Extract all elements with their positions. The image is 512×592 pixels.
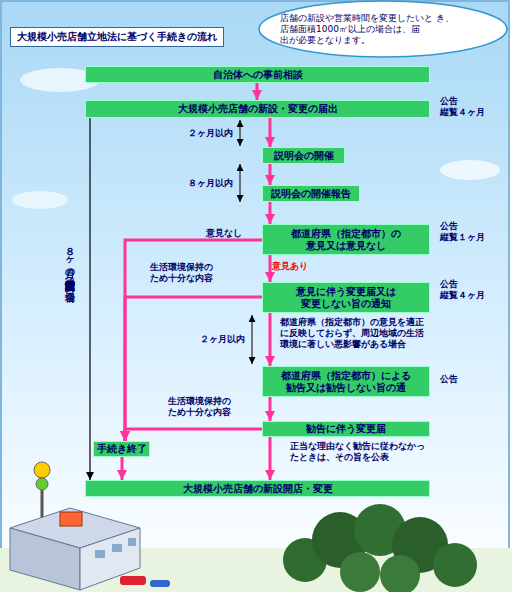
box-label: 大規模小売店舗の新設開店・変更 (183, 483, 333, 495)
notice-note: 公告 縦覧４ヶ月 (440, 96, 490, 118)
flow-arrow (269, 437, 272, 480)
duration-label: ２ヶ月以内 (188, 128, 240, 139)
flow-arrow (269, 118, 272, 147)
sign-lamp (34, 462, 50, 478)
flow-arrow (269, 202, 272, 224)
box-label: 手続き終了 (97, 443, 147, 455)
flow-arrow (269, 164, 272, 185)
edge-label: 意見なし (206, 228, 256, 239)
flow-arrow (256, 83, 259, 100)
tree (433, 543, 477, 587)
box-label: 意見に伴う変更届又は 変更しない旨の通知 (265, 286, 427, 310)
process-box: 都道府県（指定都市）の 意見又は意見なし (262, 224, 430, 255)
car (120, 576, 146, 585)
callout-bubble: 店舗の新設や営業時間を変更したいと き、店舗面積1000㎡以上の場合は、届 出が… (258, 0, 508, 58)
tree (340, 552, 380, 592)
window (95, 550, 105, 558)
cloud (12, 191, 68, 209)
window (112, 544, 122, 552)
process-box: 説明会の開催報告 (262, 185, 360, 202)
box-label: 勧告に伴う変更届 (306, 423, 386, 435)
shop-sign (60, 512, 82, 526)
callout-text: 店舗の新設や営業時間を変更したいと き、店舗面積1000㎡以上の場合は、届 出が… (280, 13, 486, 46)
duration-arrow (240, 164, 241, 202)
limit-arrow (89, 118, 90, 480)
box-label: 説明会の開催報告 (271, 188, 351, 200)
flow-arrow (269, 255, 272, 282)
box-label: 大規模小売店舗の新設・変更の届出 (178, 103, 338, 115)
box-label: 都道府県（指定都市）による 勧告又は勧告しない旨の通 (265, 370, 427, 394)
process-box: 意見に伴う変更届又は 変更しない旨の通知 (262, 282, 430, 313)
box-label: 都道府県（指定都市）の 意見又は意見なし (265, 228, 427, 252)
duration-arrow (252, 315, 253, 364)
window (128, 538, 136, 546)
flow-arrow (121, 457, 124, 480)
diagram-title: 大規模小売店舗立地法に基づく手続きの流れ (10, 27, 224, 47)
process-box: 大規模小売店舗の新設開店・変更 (85, 480, 430, 497)
edge-label: ８ヶ月の営業制限（新設の場合） (64, 240, 75, 284)
bubble-shape (259, 1, 507, 57)
process-box: 大規模小売店舗の新設・変更の届出 (85, 100, 430, 118)
flow-arrow (269, 313, 272, 366)
box-label: 自治体への事前相談 (213, 69, 303, 81)
edge-label: 生活環境保持の ため十分な内容 (150, 262, 222, 284)
process-box: 自治体への事前相談 (85, 66, 430, 83)
process-box: 手続き終了 (93, 441, 150, 457)
edge-label: 都道府県（指定都市）の意見を適正 に反映しておらず、周辺地域の生活 環境に著しい… (280, 317, 432, 350)
flow-arrow (269, 397, 272, 421)
edge-label: 生活環境保持の ため十分な内容 (168, 396, 240, 418)
flow-arrow (125, 297, 262, 441)
edge-label: 正当な理由なく勧告に従わなかっ たときは、その旨を公表 (290, 441, 435, 463)
box-label: 説明会の開催 (274, 150, 334, 162)
flow-arrow (125, 240, 262, 441)
process-box: 説明会の開催 (262, 147, 345, 164)
edge-label: 意見あり (272, 261, 322, 272)
process-box: 都道府県（指定都市）による 勧告又は勧告しない旨の通 (262, 366, 430, 397)
car (150, 580, 170, 587)
building-wall (10, 528, 80, 590)
process-box: 勧告に伴う変更届 (262, 421, 430, 437)
duration-arrow (240, 120, 241, 146)
tree (380, 555, 420, 592)
notice-note: 公告 縦覧４ヶ月 (440, 279, 490, 301)
notice-note: 公告 (440, 374, 490, 385)
notice-note: 公告 縦覧１ヶ月 (440, 221, 490, 243)
duration-label: ８ヶ月以内 (188, 178, 240, 189)
flow-arrow (125, 429, 262, 441)
duration-label: ２ヶ月以内 (200, 334, 252, 345)
cloud (440, 160, 500, 180)
sign-lamp (36, 478, 48, 490)
